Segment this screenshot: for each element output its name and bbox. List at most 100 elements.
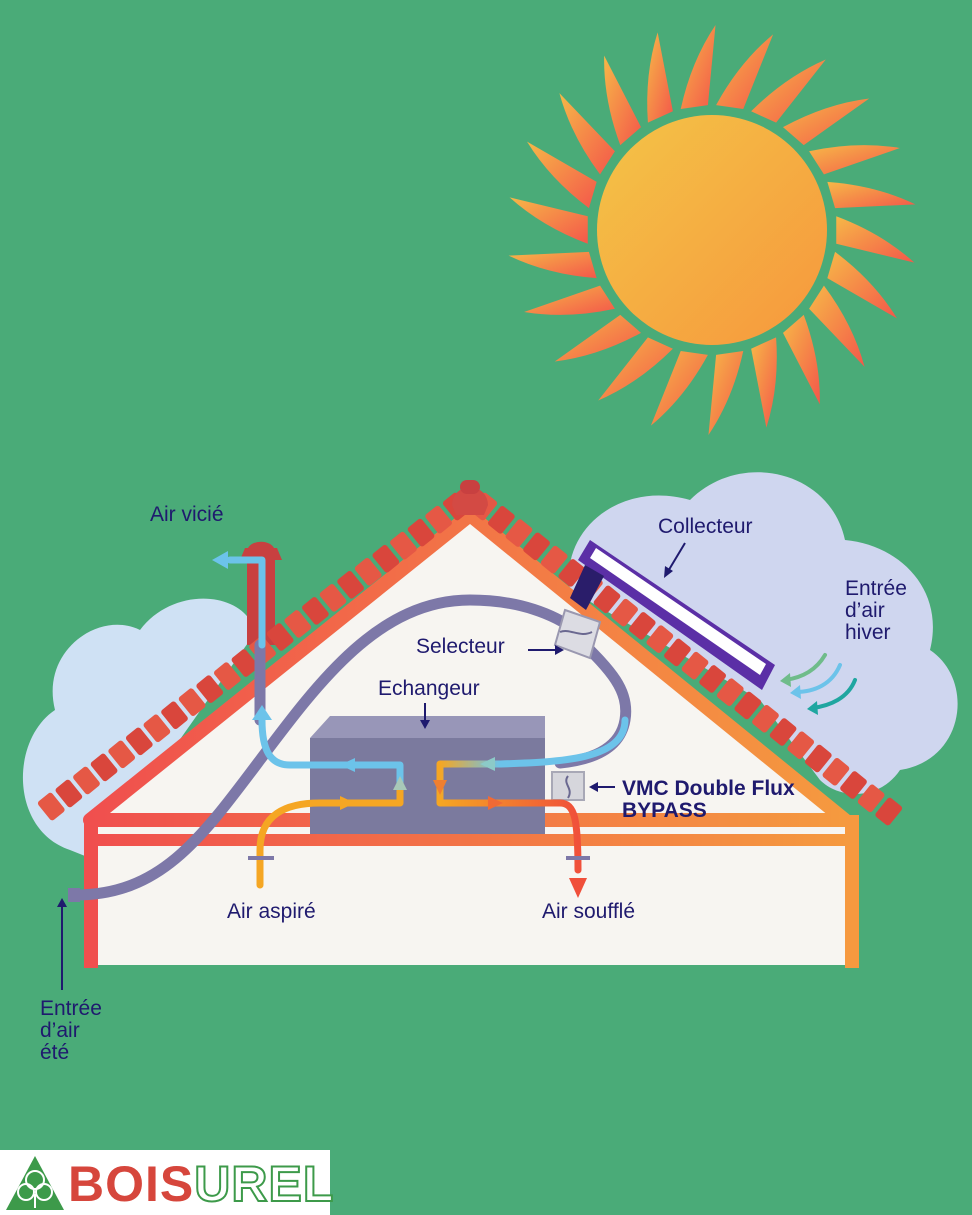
label-entree-ete-line2: d’air — [40, 1019, 80, 1042]
sun-ray — [836, 216, 915, 263]
roof-tile — [196, 675, 224, 703]
winter-air-arrows — [780, 653, 857, 715]
roof-tile — [804, 744, 832, 773]
roof-ridge — [452, 480, 488, 515]
sun-ray — [680, 25, 716, 109]
label-entree-ete: Entrée d’air été — [40, 998, 102, 1064]
sun-ray — [827, 251, 897, 319]
roof-tile — [214, 662, 241, 690]
roof-tile — [161, 701, 188, 730]
tree-icon — [6, 1156, 64, 1210]
sun-ray — [604, 55, 642, 146]
logo-text-bois: BOIS — [68, 1156, 195, 1212]
sun-ray — [527, 141, 597, 209]
sun-ray — [809, 285, 865, 367]
label-echangeur: Echangeur — [378, 677, 480, 700]
label-entree-hiver-line3: hiver — [845, 621, 891, 644]
roof-tile — [178, 688, 206, 716]
roof-tile — [699, 665, 726, 693]
sun-ray — [751, 337, 777, 428]
sun-ray — [751, 59, 826, 123]
roof-tile — [266, 623, 294, 651]
roof-tile — [372, 544, 400, 573]
label-air-aspire: Air aspiré — [227, 900, 316, 923]
roof-tile — [558, 559, 586, 587]
heat-exchanger — [310, 716, 545, 834]
logo-wordmark: BOISUREL — [68, 1155, 335, 1213]
roof-tiles-right — [470, 492, 903, 826]
roof-tile — [90, 753, 118, 782]
roof-tile — [505, 519, 533, 547]
label-entree-hiver-line1: Entrée — [845, 577, 907, 600]
sun-core — [597, 115, 827, 345]
label-entree-ete-line1: Entrée — [40, 997, 102, 1020]
roof-tile — [787, 731, 815, 760]
label-entree-ete-line3: été — [40, 1041, 70, 1064]
sun-ray — [827, 181, 916, 209]
solar-collector — [570, 540, 775, 690]
roof-tile — [284, 610, 312, 638]
roof-tile — [390, 531, 417, 560]
sun-ray — [716, 34, 774, 109]
boisurel-logo: BOISUREL — [0, 1150, 334, 1215]
selector-valve — [553, 608, 602, 660]
sun-ray — [508, 251, 597, 279]
roof-tile — [769, 718, 797, 746]
roof-tile — [716, 678, 744, 706]
label-entree-hiver-line2: d’air — [845, 599, 885, 622]
roof-tile — [488, 506, 515, 534]
roof-tile — [354, 558, 382, 586]
sun-ray — [647, 32, 673, 123]
sun-ray — [559, 93, 615, 175]
sun-ray — [554, 314, 642, 362]
roof-tile — [407, 518, 435, 547]
cloud-icon — [568, 472, 958, 794]
roof-tile — [540, 545, 568, 574]
roof-tile — [646, 625, 674, 653]
roof-tile — [37, 792, 65, 821]
label-pointer-heads — [57, 566, 673, 907]
label-selecteur: Selecteur — [416, 635, 505, 658]
roof-tile — [302, 597, 329, 625]
roof-tile — [319, 584, 347, 612]
sun-ray — [524, 285, 615, 315]
roof-tile — [73, 766, 100, 795]
label-vmc-line1: VMC Double Flux — [622, 777, 795, 800]
roof-tile — [857, 784, 885, 813]
sun-ray — [782, 314, 820, 405]
air-flow-lines — [226, 556, 629, 889]
logo-text-urel: UREL — [193, 1155, 335, 1213]
label-collecteur: Collecteur — [658, 515, 753, 538]
roof-tile — [125, 727, 153, 756]
roof-tile — [108, 740, 136, 769]
roof-tile — [734, 691, 762, 720]
roof-tile — [611, 598, 638, 627]
roof-tile — [664, 638, 691, 667]
roof-tile — [425, 505, 452, 534]
roof-tile — [593, 585, 621, 614]
sun-ray — [650, 351, 708, 426]
label-air-vicie: Air vicié — [150, 503, 224, 526]
label-vmc: VMC Double Flux BYPASS — [622, 778, 795, 822]
roof-tile — [681, 651, 709, 680]
roof-tile — [822, 758, 850, 786]
sun-ray — [509, 197, 588, 244]
roof-tile — [143, 714, 171, 743]
roof-tile — [752, 704, 779, 733]
sun-ray — [809, 145, 900, 175]
sun-ray — [598, 337, 673, 401]
roof-tile — [628, 612, 656, 640]
label-entree-hiver: Entrée d’air hiver — [845, 578, 907, 644]
roof-tile — [55, 779, 83, 808]
summer-air-inlet — [68, 888, 80, 902]
bypass-valve — [551, 771, 585, 801]
roof-tile — [337, 571, 364, 599]
label-vmc-line2: BYPASS — [622, 799, 707, 822]
sun-ray — [782, 98, 870, 146]
roof-tile — [840, 771, 867, 799]
sun-icon — [508, 25, 916, 435]
roof-tile — [875, 797, 903, 826]
flow-arrow-icons — [212, 551, 590, 898]
